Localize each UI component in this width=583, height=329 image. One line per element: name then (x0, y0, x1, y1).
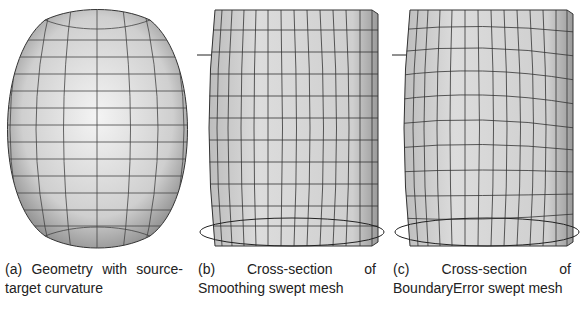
subfigure-caption: (b) Cross-section of Smoothing swept mes… (198, 260, 376, 298)
subfigure-caption: (a) Geometry with source-target curvatur… (5, 260, 183, 298)
smoothing-mesh (197, 10, 384, 246)
subfigure-caption: (c) Cross-section of BoundaryError swept… (393, 260, 571, 298)
boundary-error-mesh (392, 10, 579, 246)
sphere-geometry (0, 0, 200, 260)
